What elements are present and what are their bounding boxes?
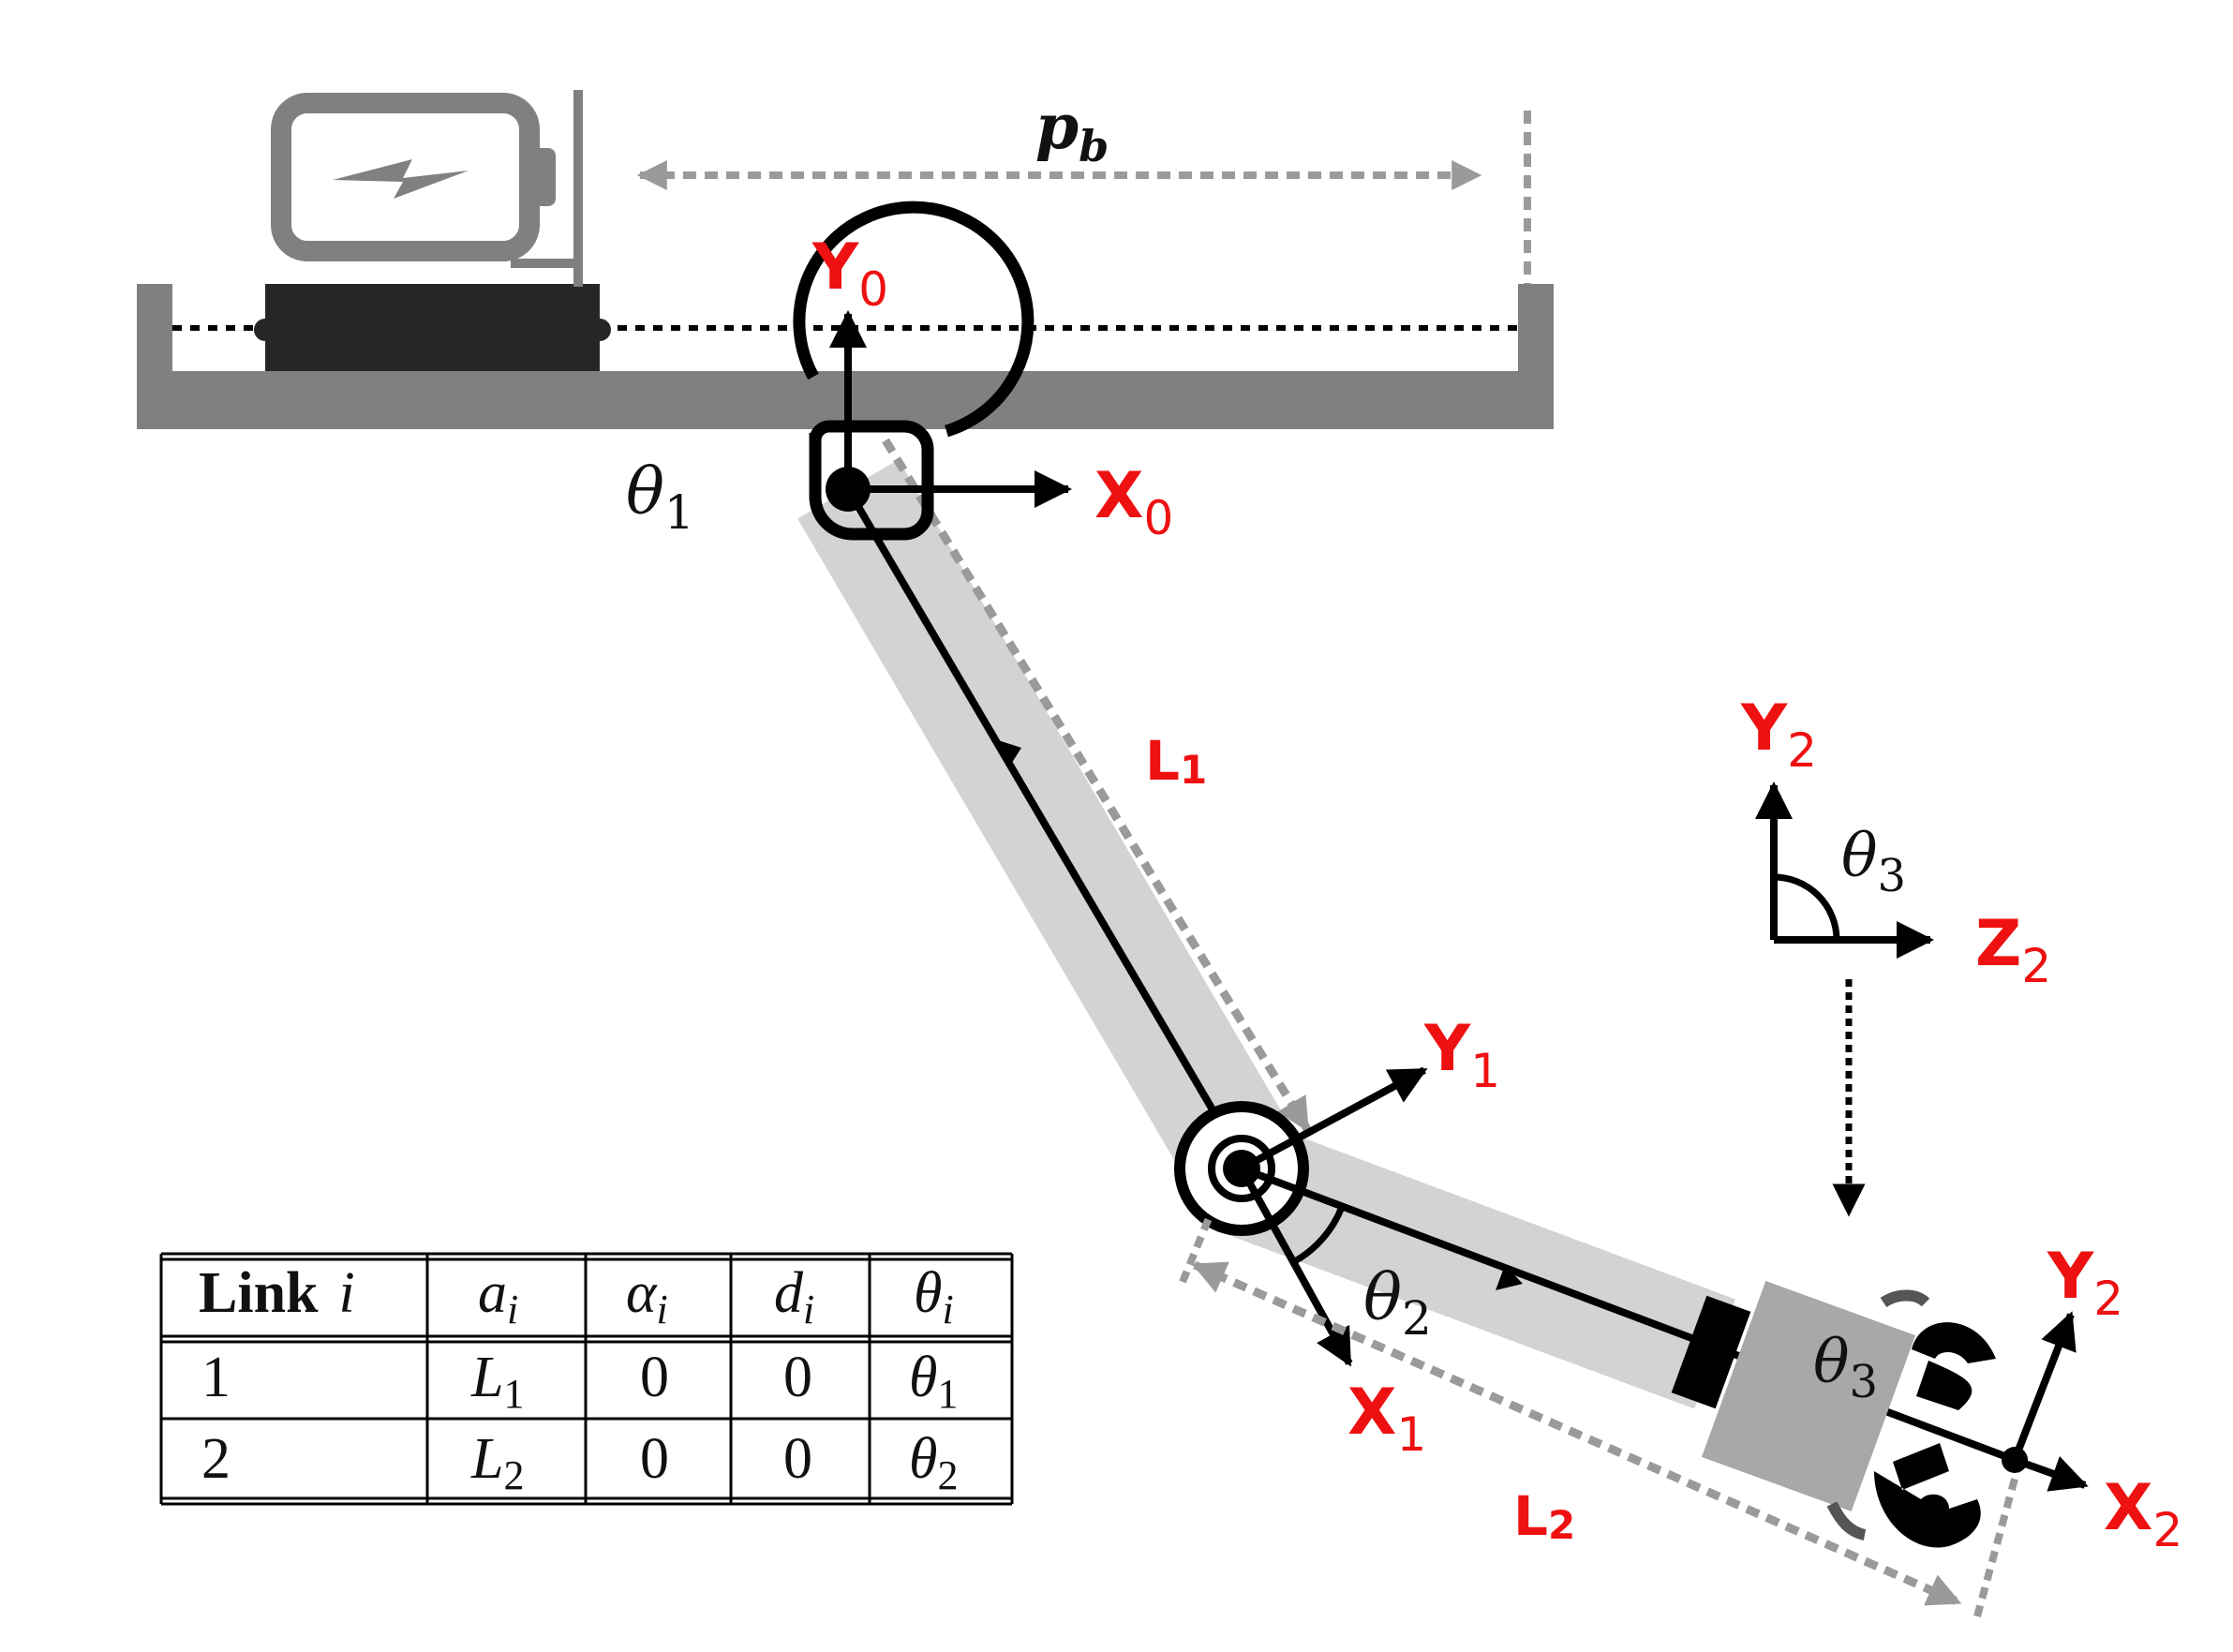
- pb-dimension: [636, 111, 1531, 284]
- dh-header-a: ai: [478, 1261, 518, 1332]
- gripper-icon: [1671, 1280, 2089, 1548]
- pb-label: pb: [1035, 90, 1109, 171]
- dh-row2-d: 0: [783, 1427, 812, 1491]
- dh-header-d: di: [774, 1261, 814, 1332]
- dh-header-theta: θi: [914, 1261, 954, 1332]
- dh-header-alpha: αi: [626, 1261, 668, 1332]
- frame-2-side-view: [1755, 781, 1934, 1217]
- y1-axis: [1240, 1066, 1428, 1172]
- y2-top-label: Y2: [1740, 692, 1817, 778]
- dh-row1-link: 1: [201, 1346, 231, 1409]
- x2-label: X2: [2104, 1471, 2182, 1557]
- l2-dimension: [1179, 1216, 2023, 1618]
- theta3-top-label: θ3: [1841, 822, 1906, 902]
- l1-dimension: [882, 438, 1311, 1133]
- theta1-label: θ1: [626, 455, 694, 540]
- y0-label: Y0: [811, 231, 888, 317]
- dh-row2-alpha: 0: [640, 1427, 669, 1491]
- dh-row1-a: L1: [470, 1346, 524, 1417]
- battery-icon: [271, 93, 556, 261]
- theta3-grip-label: θ3: [1813, 1328, 1878, 1408]
- dh-row1-d: 0: [783, 1346, 812, 1409]
- dh-row2-a: L2: [470, 1427, 524, 1498]
- dh-row2-theta: θ2: [909, 1427, 958, 1498]
- y2-grip-label: Y2: [2047, 1240, 2123, 1326]
- dh-row2-link: 2: [201, 1427, 231, 1491]
- y1-label: Y1: [1423, 1012, 1500, 1098]
- carriage: [254, 90, 611, 371]
- l1-label: L1: [1145, 729, 1207, 793]
- dh-row1-theta: θ1: [909, 1346, 958, 1417]
- x0-label: X0: [1094, 459, 1173, 545]
- theta2-arc: [1291, 1205, 1346, 1266]
- x1-label: X1: [1347, 1376, 1426, 1462]
- theta2-label: θ2: [1363, 1261, 1432, 1346]
- z2-label: Z2: [1975, 907, 2051, 993]
- l2-label: L2: [1513, 1484, 1575, 1548]
- dh-row1-alpha: 0: [640, 1346, 669, 1409]
